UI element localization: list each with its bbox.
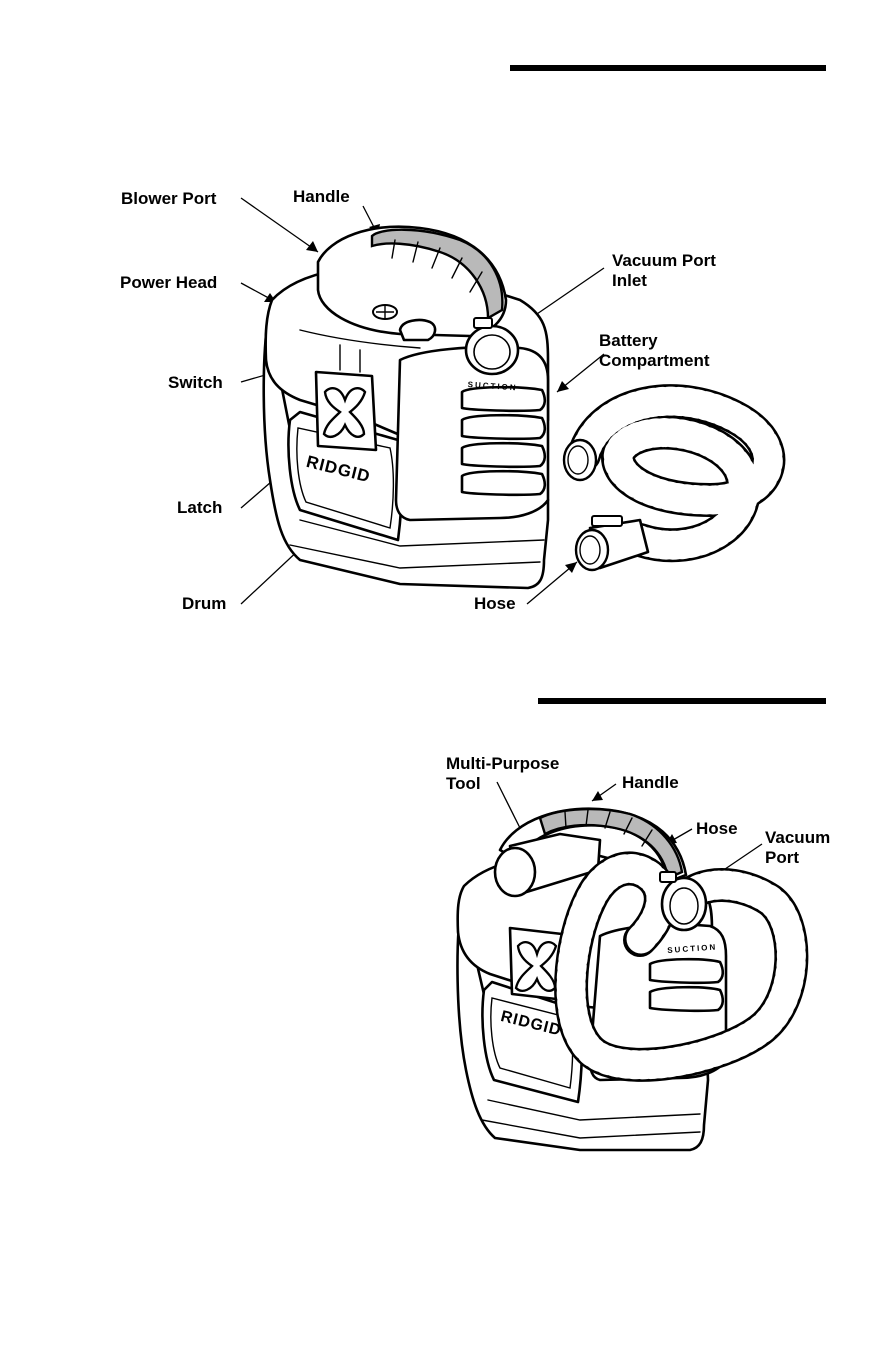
label-multi-purpose-tool: Multi-Purpose Tool [446, 754, 559, 794]
figure-vacuum-parts: RIDGID SUCTION Blower Port Handle Power … [0, 0, 877, 660]
label-latch: Latch [177, 498, 222, 518]
latch [316, 372, 376, 450]
figure-storage-view: RIDGID SUCTION Multi-Purpose Tool Handle… [0, 700, 877, 1170]
vacuum-storage-illustration [0, 700, 877, 1170]
hose [564, 401, 768, 570]
label-power-head: Power Head [120, 273, 217, 293]
label-battery-compartment: Battery Compartment [599, 331, 710, 371]
label-switch: Switch [168, 373, 223, 393]
vacuum-illustration [0, 0, 877, 660]
label-handle-2: Handle [622, 773, 679, 793]
battery-compartment [396, 347, 548, 520]
label-vacuum-port-inlet: Vacuum Port Inlet [612, 251, 716, 291]
label-blower-port: Blower Port [121, 189, 216, 209]
switch [400, 320, 435, 340]
label-hose: Hose [474, 594, 516, 614]
label-vacuum-port: Vacuum Port [765, 828, 830, 868]
label-hose-2: Hose [696, 819, 738, 839]
label-drum: Drum [182, 594, 226, 614]
label-handle: Handle [293, 187, 350, 207]
